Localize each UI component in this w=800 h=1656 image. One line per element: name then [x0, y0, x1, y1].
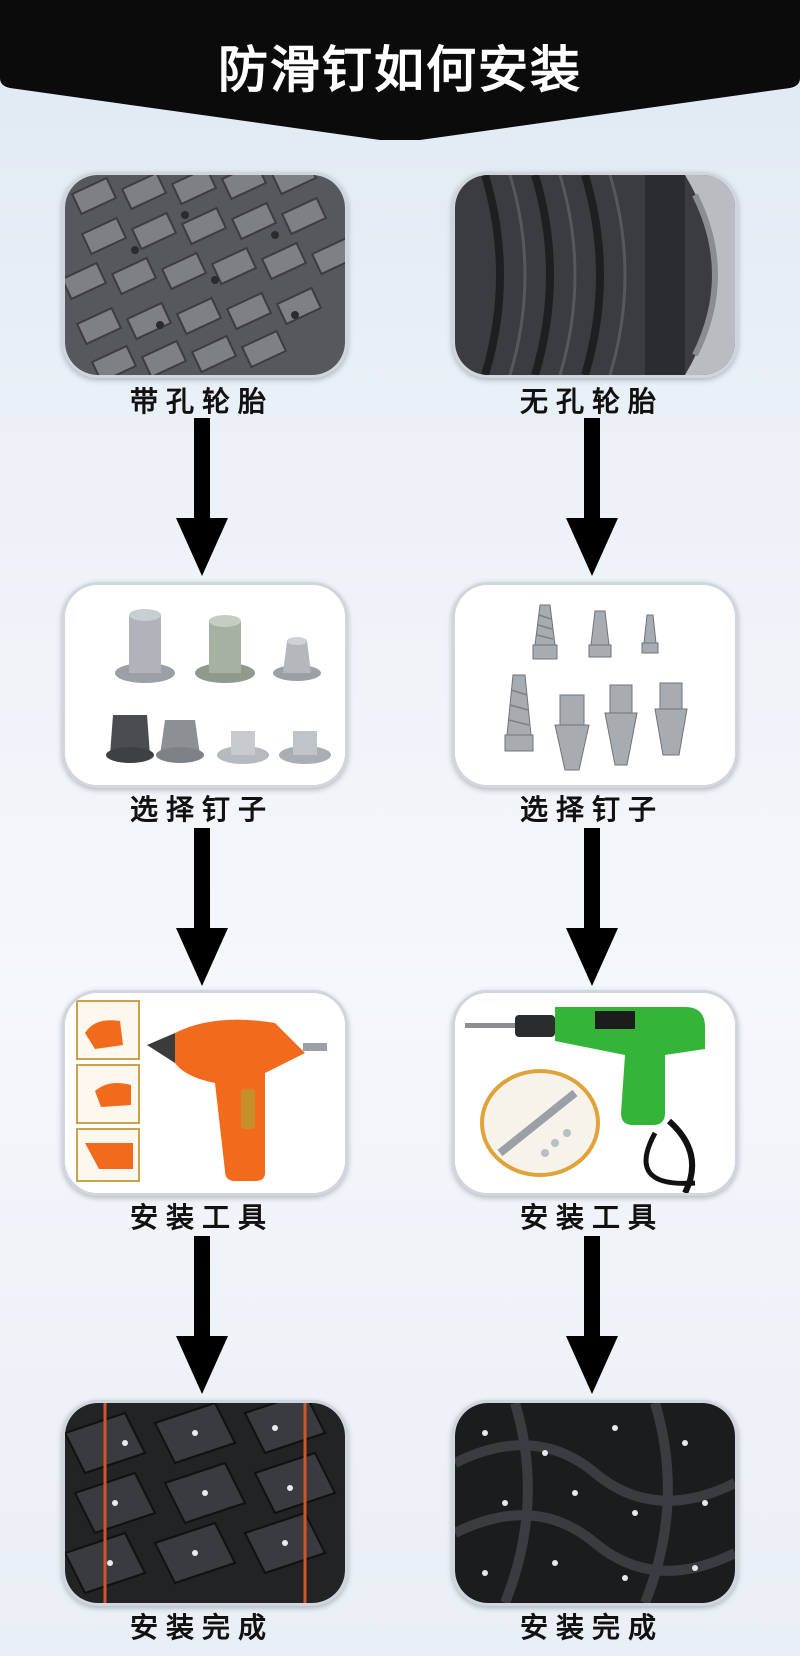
tire-studs-image: [62, 582, 348, 788]
down-arrow-icon: [566, 1236, 618, 1394]
step-label: 带孔轮胎: [129, 385, 274, 418]
down-arrow-icon: [176, 418, 228, 576]
banner-shape: [0, 0, 800, 140]
down-arrow-icon: [176, 1236, 228, 1394]
orange-stud-gun-image: [62, 990, 348, 1196]
green-electric-drill-image: [452, 990, 738, 1196]
finished-studded-tire-image: [452, 1400, 738, 1606]
step-label: 安装工具: [519, 1201, 664, 1234]
step-label: 安装完成: [519, 1611, 664, 1644]
page-title: 防滑钉如何安装: [218, 41, 582, 99]
step-label: 安装工具: [129, 1201, 274, 1234]
finished-studded-tire-image: [62, 1400, 348, 1606]
step-label: 选择钉子: [129, 793, 274, 826]
step-label: 无孔轮胎: [519, 385, 664, 418]
step-label: 安装完成: [129, 1611, 274, 1644]
screw-studs-image: [452, 582, 738, 788]
tire-without-holes-image: [452, 172, 738, 378]
down-arrow-icon: [566, 828, 618, 986]
tire-with-holes-image: [62, 172, 348, 378]
step-label: 选择钉子: [519, 793, 664, 826]
down-arrow-icon: [176, 828, 228, 986]
down-arrow-icon: [566, 418, 618, 576]
title-banner: 防滑钉如何安装: [0, 0, 800, 150]
